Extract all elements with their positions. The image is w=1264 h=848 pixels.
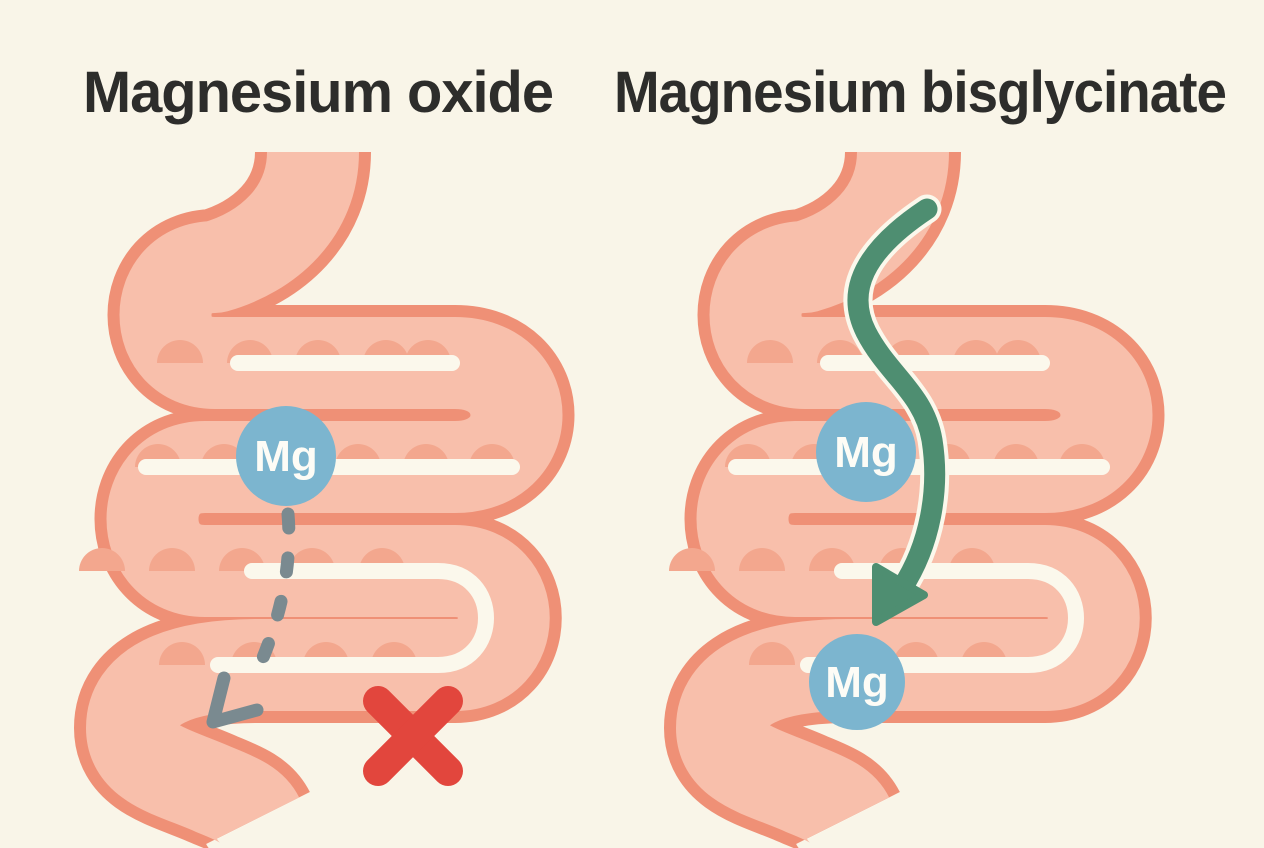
right-panel: Mg Mg <box>669 152 1107 818</box>
absorption-arrow <box>843 194 950 626</box>
mg-ion-label: Mg <box>834 428 898 477</box>
red-cross-icon <box>363 686 463 786</box>
mg-ion-label: Mg <box>254 432 318 481</box>
mg-ion-left: Mg <box>236 406 336 506</box>
right-panel-title: Magnesium bisglycinate <box>614 60 1226 125</box>
mg-ion-right-upper: Mg <box>816 402 916 502</box>
mg-ion-label: Mg <box>825 658 889 707</box>
arrow-head-icon <box>872 563 928 626</box>
left-panel: Mg <box>79 152 517 818</box>
malabsorption-arrow <box>206 507 296 729</box>
arrow-head-icon <box>206 671 264 729</box>
left-panel-title: Magnesium oxide <box>83 60 553 125</box>
mg-ion-right-lower: Mg <box>809 634 905 730</box>
